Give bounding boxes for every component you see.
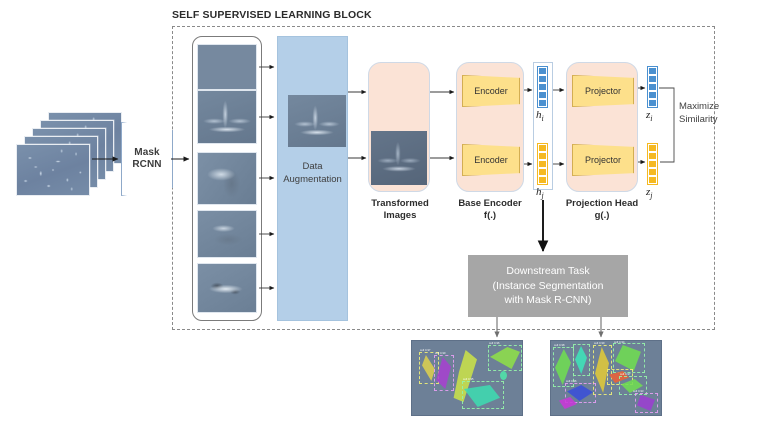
result-r-bbox-label-1: cell 0.98	[554, 344, 565, 347]
maximize-similarity-label: Maximize Similarity	[679, 101, 739, 126]
projector-bottom-block: Projector	[572, 144, 634, 176]
result-r-bbox-label-6: cell 0.97	[620, 373, 631, 376]
result-bbox-label-1: cell 0.97	[420, 349, 431, 352]
projector-top-block: Projector	[572, 75, 634, 107]
mask-rcnn-label: Mask RCNN	[132, 147, 161, 172]
result-r-bbox-2	[573, 344, 590, 376]
downstream-task-line1: Downstream Task	[506, 265, 590, 278]
result-r-bbox-5	[607, 369, 633, 385]
cell-crop-4	[197, 210, 257, 258]
data-augmentation-label-line1: Data	[302, 161, 323, 172]
result-mask-green-dot	[500, 371, 507, 380]
h-i-label: hi	[536, 109, 544, 123]
base-encoder-label-line2: f(.)	[483, 210, 497, 221]
mask-rcnn-block: Mask RCNN	[121, 122, 173, 196]
cell-crop-2	[197, 90, 257, 144]
segmentation-result-left: cell 0.97 cell 0.99 cell 0.96 cell 0.95	[411, 340, 523, 416]
result-r-bbox-7	[565, 383, 596, 403]
z-i-label: zi	[646, 109, 653, 123]
result-r-bbox-label-8: cell 0.93	[633, 390, 644, 393]
mask-rcnn-label-line1: Mask	[134, 146, 160, 158]
encoder-bottom-block: Encoder	[462, 144, 520, 176]
projection-head-label-line1: Projection Head	[565, 198, 639, 209]
result-bbox-1	[419, 352, 439, 384]
projection-head-label: Projection Head g(.)	[556, 198, 648, 222]
h-j-label-subscript: j	[541, 191, 544, 201]
transformed-image-preview	[371, 131, 427, 185]
h-i-label-symbol: h	[536, 109, 542, 121]
h-j-label-symbol: h	[536, 186, 542, 198]
result-r-bbox-label-7: cell 0.96	[566, 380, 577, 383]
input-image-stack-1	[16, 144, 90, 196]
z-j-vector	[647, 143, 658, 185]
data-augmentation-label-line2: Augmentation	[283, 174, 342, 185]
segmentation-result-right: cell 0.98 cell 0.99 cell 0.94 cell 0.97 …	[550, 340, 662, 416]
result-bbox-label-3: cell 0.96	[489, 342, 500, 345]
result-r-bbox-6	[619, 376, 647, 395]
result-r-mask-purple-corner	[637, 395, 655, 411]
maximize-similarity-line1: Maximize	[679, 101, 720, 112]
encoder-top-block: Encoder	[462, 75, 520, 107]
encoder-bottom-label: Encoder	[474, 155, 508, 165]
transformed-images-label-line1: Transformed	[371, 198, 429, 209]
transformed-images-label-line2: Images	[383, 210, 417, 221]
cell-crop-5	[197, 263, 257, 313]
result-bbox-2	[434, 355, 454, 391]
result-bbox-label-2: cell 0.99	[435, 352, 446, 355]
downstream-task-line3: with Mask R-CNN)	[504, 294, 592, 307]
mask-rcnn-label-line2: RCNN	[132, 159, 162, 170]
base-encoder-label: Base Encoder f(.)	[448, 198, 532, 222]
downstream-task-line2: (Instance Segmentation	[492, 279, 604, 292]
cell-crop-3	[197, 152, 257, 205]
ssl-block-title: SELF SUPERVISED LEARNING BLOCK	[172, 9, 372, 21]
result-bbox-4	[462, 381, 504, 409]
result-r-bbox-8	[635, 393, 658, 413]
result-bbox-label-4: cell 0.95	[463, 378, 474, 381]
result-r-bbox-4	[613, 343, 645, 373]
z-j-label: zj	[646, 186, 653, 200]
h-i-label-subscript: i	[541, 114, 544, 124]
data-augmentation-panel	[277, 36, 348, 321]
augmentation-preview-image	[288, 95, 346, 147]
z-j-label-subscript: j	[650, 191, 653, 201]
projection-head-label-line2: g(.)	[594, 210, 610, 221]
base-encoder-label-line1: Base Encoder	[458, 198, 522, 209]
result-r-bbox-3	[593, 345, 612, 395]
h-j-label: hj	[536, 186, 544, 200]
result-bbox-3	[488, 345, 522, 371]
h-i-vector	[537, 66, 548, 108]
projector-top-label: Projector	[584, 86, 621, 96]
h-j-vector	[537, 143, 548, 185]
z-j-label-symbol: z	[646, 186, 651, 198]
z-i-label-subscript: i	[650, 114, 653, 124]
z-i-vector	[647, 66, 658, 108]
transformed-images-label: Transformed Images	[358, 198, 442, 222]
cell-crop-1	[197, 44, 257, 90]
downstream-task-box: Downstream Task (Instance Segmentation w…	[468, 255, 628, 317]
result-r-bbox-label-4: cell 0.94	[614, 341, 625, 344]
z-i-label-symbol: z	[646, 109, 651, 121]
result-r-bbox-label-3: cell 0.99	[594, 342, 605, 345]
encoder-top-label: Encoder	[474, 86, 508, 96]
maximize-similarity-line2: Similarity	[679, 113, 718, 125]
data-augmentation-label: Data Augmentation	[277, 160, 348, 186]
projector-bottom-label: Projector	[584, 155, 621, 165]
